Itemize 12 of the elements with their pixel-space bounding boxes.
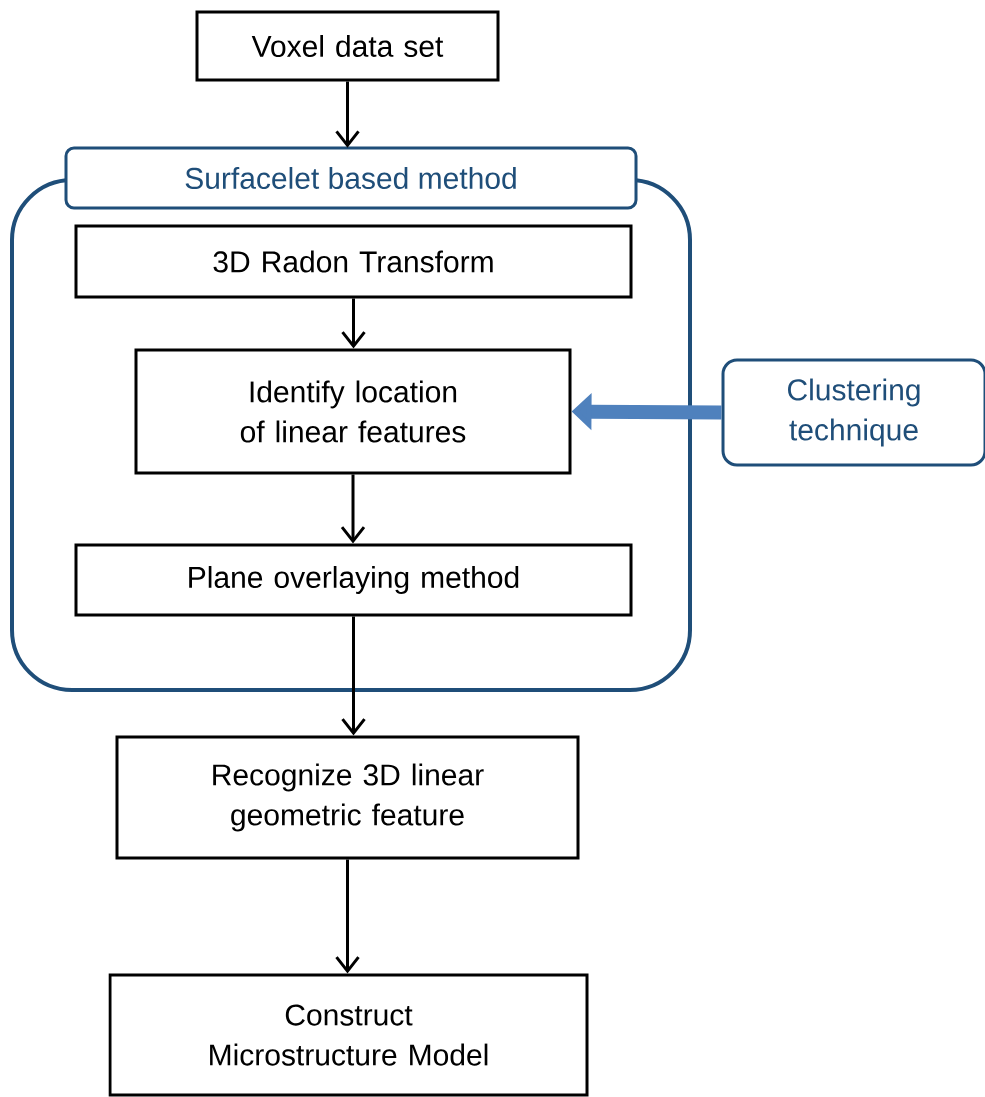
arrow xyxy=(341,616,366,736)
process-box: Identify location of linear features xyxy=(134,348,572,475)
process-box: 3D Radon Transform xyxy=(74,224,633,299)
process-box: Clustering technique xyxy=(721,358,985,467)
process-box: Plane overlaying method xyxy=(74,543,633,617)
process-box: Recognize 3D linear geometric feature xyxy=(115,735,580,860)
arrow xyxy=(335,859,360,974)
process-box: Construct Microstructure Model xyxy=(108,973,589,1097)
arrow xyxy=(335,81,360,148)
arrow xyxy=(340,474,366,544)
arrow xyxy=(341,298,366,349)
process-box: Voxel data set xyxy=(195,10,500,82)
